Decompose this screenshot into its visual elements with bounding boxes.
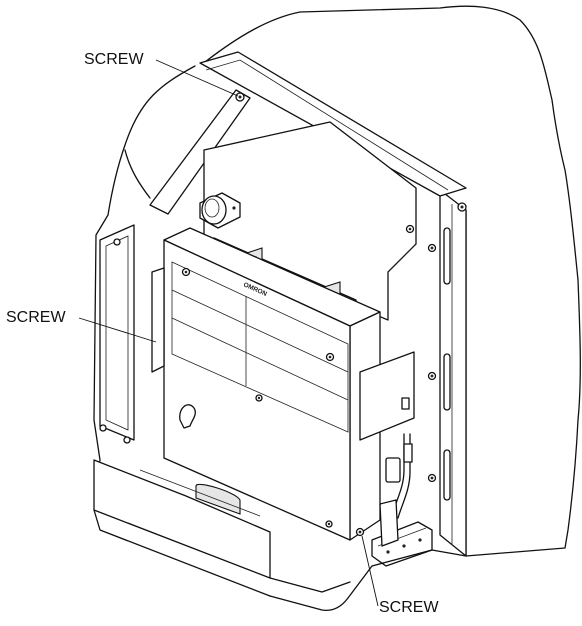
- right-wall-screws: [427, 202, 467, 483]
- lower-base: [93, 459, 271, 579]
- module-housing-front: [163, 239, 351, 541]
- cabinet-shell: [204, 5, 581, 557]
- left-mounting-tab: [151, 267, 165, 373]
- base-handle-recess: [195, 483, 241, 515]
- cable-hook: [179, 404, 196, 429]
- left-bracket-arm: [149, 89, 251, 215]
- front-label-panel: [171, 261, 349, 433]
- leader-top: [155, 59, 239, 97]
- leader-left: [78, 317, 157, 343]
- callout-screw-top: SCREW: [84, 51, 144, 68]
- left-shell: [93, 65, 196, 471]
- right-wall-slots: [443, 227, 451, 501]
- cable-harness: [371, 433, 433, 567]
- cabinet-floor-edge: [269, 549, 467, 612]
- leader-bottom: [361, 535, 379, 607]
- callout-screw-left: SCREW: [6, 309, 66, 326]
- push-button: [199, 192, 241, 229]
- callout-screw-bottom: SCREW: [379, 599, 439, 616]
- side-bracket: [359, 351, 415, 441]
